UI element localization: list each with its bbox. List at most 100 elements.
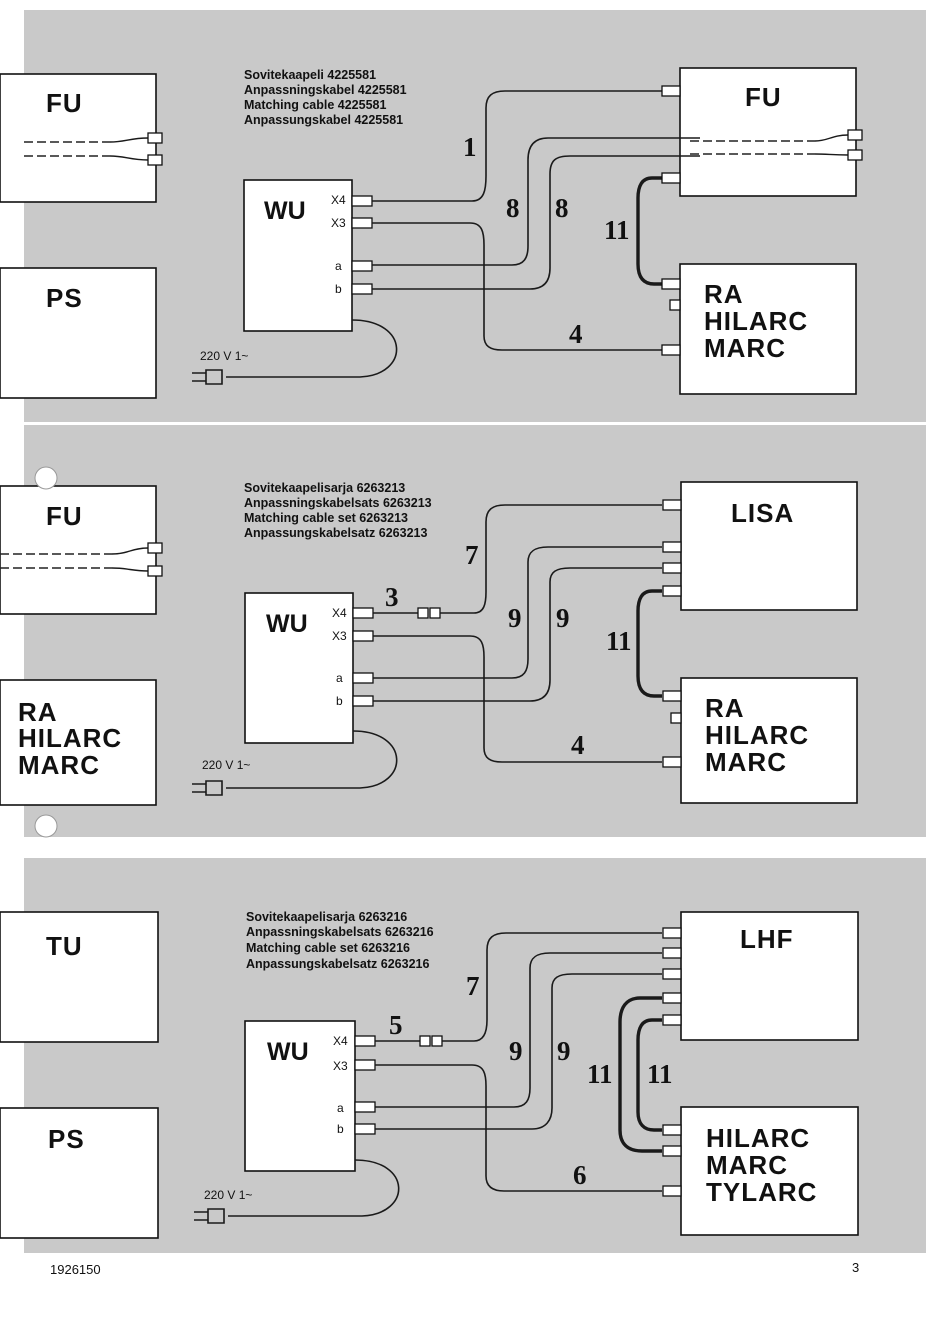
panel-1-right-fu-pair-connector-2 — [847, 149, 863, 161]
panel-3: TU PS Sovitekaapelisarja 6263216 Anpassn… — [0, 858, 926, 1253]
panel-3-left-box-ps-label: PS — [48, 1124, 85, 1154]
panel-2: FU RA HILARC MARC Sovitekaapelisarja 626… — [0, 425, 926, 837]
panel-2-cable-number-9a: 9 — [508, 603, 522, 633]
binder-hole-top — [34, 466, 58, 490]
panel-1-left-box-ps-label: PS — [46, 283, 83, 313]
panel-3-inline-connector-1 — [419, 1035, 431, 1047]
page-number: 3 — [852, 1260, 859, 1275]
panel-2-left-box-ra-line-1: RA — [18, 697, 58, 727]
panel-2-left-box-ra — [0, 679, 157, 806]
panel-2-left-box-ra-line-2: HILARC — [18, 723, 122, 753]
panel-2-right-box-ra-line-1: RA — [705, 693, 745, 723]
panel-3-right-box-hilarc — [680, 1106, 859, 1236]
panel-2-cable-number-9b: 9 — [556, 603, 570, 633]
panel-1-ra-connector-11 — [661, 278, 681, 290]
panel-2-ra-connector-11 — [662, 690, 682, 702]
panel-2-wu-box — [244, 592, 354, 744]
panel-1-right-fu-pair-connector-1 — [847, 129, 863, 141]
panel-3-caption-line-2: Anpassningskabelsats 6263216 — [246, 925, 434, 939]
panel-2-caption-line-4: Anpassungskabelsatz 6263213 — [244, 526, 427, 540]
panel-3-cable-number-9a: 9 — [509, 1036, 523, 1066]
panel-3-right-box-hilarc-line-1: HILARC — [706, 1123, 810, 1153]
document-number: 1926150 — [50, 1262, 101, 1277]
panel-1-wu-connector-x3 — [351, 217, 373, 229]
panel-1-port-x4-label: X4 — [331, 193, 346, 207]
panel-3-right-box-hilarc-line-3: TYLARC — [706, 1177, 817, 1207]
panel-3-cable-11-b — [636, 1018, 662, 1132]
panel-2-left-fu-connector-1 — [147, 542, 163, 554]
panel-2-cable-7 — [440, 504, 662, 614]
panel-3-power-plug-icon — [194, 1208, 225, 1224]
panel-2-lisa-connector-11 — [662, 585, 682, 597]
panel-1-cable-number-4: 4 — [569, 319, 583, 349]
panel-1-ra-connector-4 — [661, 344, 681, 356]
panel-2-wu-connector-x3 — [352, 630, 374, 642]
panel-1-power-cable — [226, 319, 398, 378]
panel-3-cable-9-b — [375, 973, 662, 1130]
panel-1-left-fu-connector-1 — [147, 132, 163, 144]
panel-3-wu-connector-b — [354, 1123, 376, 1135]
panel-3-cable-number-9b: 9 — [557, 1036, 571, 1066]
panel-3-lhf-connector-7 — [662, 927, 682, 939]
panel-1-cable-8-a — [372, 137, 700, 266]
panel-1-voltage-label: 220 V 1~ — [200, 349, 248, 363]
panel-1-fu-connector-11 — [661, 172, 681, 184]
panel-1: FU PS Sovitekaapeli 4225581 Anpassningsk… — [0, 10, 926, 422]
panel-3-wu-connector-x4 — [354, 1035, 376, 1047]
panel-1-caption-line-1: Sovitekaapeli 4225581 — [244, 68, 376, 82]
panel-2-lisa-connector-9b — [662, 562, 682, 574]
panel-1-cable-number-11: 11 — [604, 215, 630, 245]
panel-2-inline-connector-2 — [429, 607, 441, 619]
panel-3-port-x4-label: X4 — [333, 1034, 348, 1048]
panel-1-cable-number-8b: 8 — [555, 193, 569, 223]
panel-2-ra-connector-4 — [662, 756, 682, 768]
panel-1-wu-label: WU — [264, 197, 306, 225]
panel-2-inline-connector-1 — [417, 607, 429, 619]
panel-3-voltage-label: 220 V 1~ — [204, 1188, 252, 1202]
panel-2-left-box-ra-line-3: MARC — [18, 750, 100, 780]
panel-3-inline-connector-2 — [431, 1035, 443, 1047]
panel-3-cable-6 — [375, 1064, 662, 1192]
panel-1-left-box-ps — [0, 267, 157, 399]
panel-3-wu-label: WU — [267, 1038, 309, 1066]
panel-1-port-b-label: b — [335, 282, 342, 296]
panel-2-voltage-label: 220 V 1~ — [202, 758, 250, 772]
panel-2-cable-number-4: 4 — [571, 730, 585, 760]
panel-2-cable-9-a — [373, 546, 662, 679]
panel-2-wu-connector-a — [352, 672, 374, 684]
panel-1-cable-11 — [636, 176, 662, 286]
panel-1-wu-connector-x4 — [351, 195, 373, 207]
panel-2-port-a-label: a — [336, 671, 343, 685]
panel-1-cable-number-1: 1 — [463, 132, 477, 162]
panel-2-cable-number-11: 11 — [606, 626, 632, 656]
panel-2-power-cable — [226, 730, 398, 789]
panel-1-left-fu-connector-2 — [147, 154, 163, 166]
panel-3-cable-11-a — [618, 996, 662, 1153]
panel-1-port-x3-label: X3 — [331, 216, 346, 230]
panel-3-hilarc-connector-11b — [662, 1124, 682, 1136]
panel-2-wu-connector-x4 — [352, 607, 374, 619]
panel-2-right-box-ra-line-2: HILARC — [705, 720, 809, 750]
panel-3-cable-number-11a: 11 — [587, 1059, 613, 1089]
panel-3-cable-7 — [442, 932, 662, 1042]
panel-2-port-x4-label: X4 — [332, 606, 347, 620]
panel-3-lhf-connector-11b — [662, 1014, 682, 1026]
panel-1-caption-line-2: Anpassningskabel 4225581 — [244, 83, 407, 97]
panel-3-caption-line-1: Sovitekaapelisarja 6263216 — [246, 910, 407, 924]
panel-3-port-b-label: b — [337, 1122, 344, 1136]
panel-1-left-box-fu-label: FU — [46, 88, 83, 118]
panel-1-fu-connector-1 — [661, 85, 681, 97]
panel-1-cable-4 — [372, 222, 662, 351]
panel-3-hilarc-connector-11a — [662, 1145, 682, 1157]
panel-3-lhf-connector-9b — [662, 968, 682, 980]
panel-2-right-box-ra-line-3: MARC — [705, 747, 787, 777]
panel-3-caption-line-4: Anpassungskabelsatz 6263216 — [246, 957, 429, 971]
panel-3-cable-number-11b: 11 — [647, 1059, 673, 1089]
panel-2-port-x3-label: X3 — [332, 629, 347, 643]
panel-2-lisa-connector-9a — [662, 541, 682, 553]
panel-3-wu-connector-x3 — [354, 1059, 376, 1071]
panel-2-cable-4 — [373, 635, 662, 763]
panel-2-caption-line-3: Matching cable set 6263213 — [244, 511, 408, 525]
panel-1-caption-line-4: Anpassungskabel 4225581 — [244, 113, 403, 127]
